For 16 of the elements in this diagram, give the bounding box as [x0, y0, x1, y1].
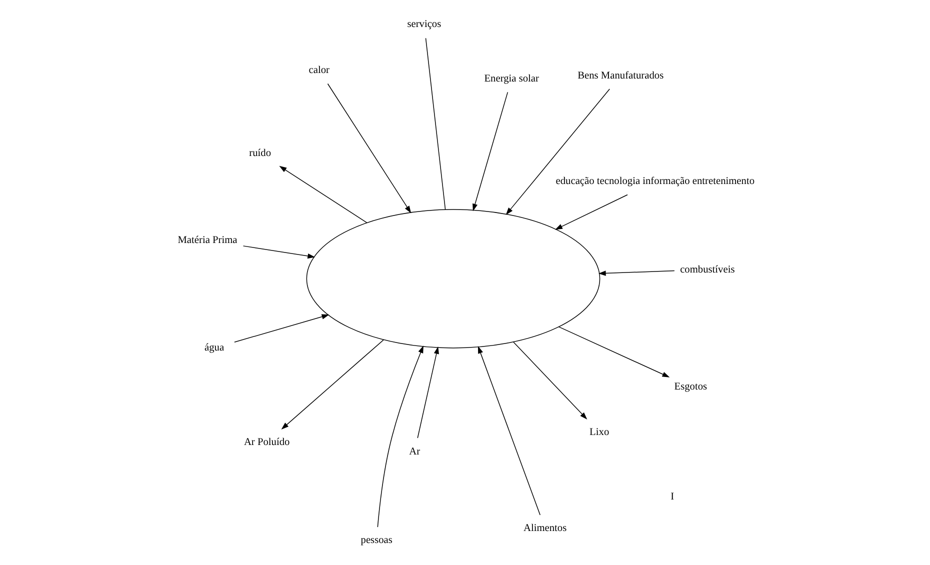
node-text: Bens Manufaturados [578, 70, 664, 82]
node-text: Alimentos [523, 523, 567, 534]
node-text: Ar [409, 446, 420, 458]
node-text: ruído [249, 148, 272, 160]
node-text: combustíveis [680, 264, 735, 276]
node-text: água [204, 342, 224, 354]
node-text: Esgotos [674, 382, 708, 393]
node-text: Matéria Prima [178, 235, 238, 246]
label: I [670, 492, 674, 503]
node-text: Lixo [590, 427, 610, 438]
node-text: Ar Poluído [244, 436, 290, 448]
node-text: serviços [407, 19, 442, 30]
node-text: educação tecnologia informação entretenimento [556, 176, 755, 188]
node-text: pessoas [360, 535, 392, 546]
node-text: Energia solar [484, 74, 539, 84]
node-text: calor [308, 65, 330, 76]
